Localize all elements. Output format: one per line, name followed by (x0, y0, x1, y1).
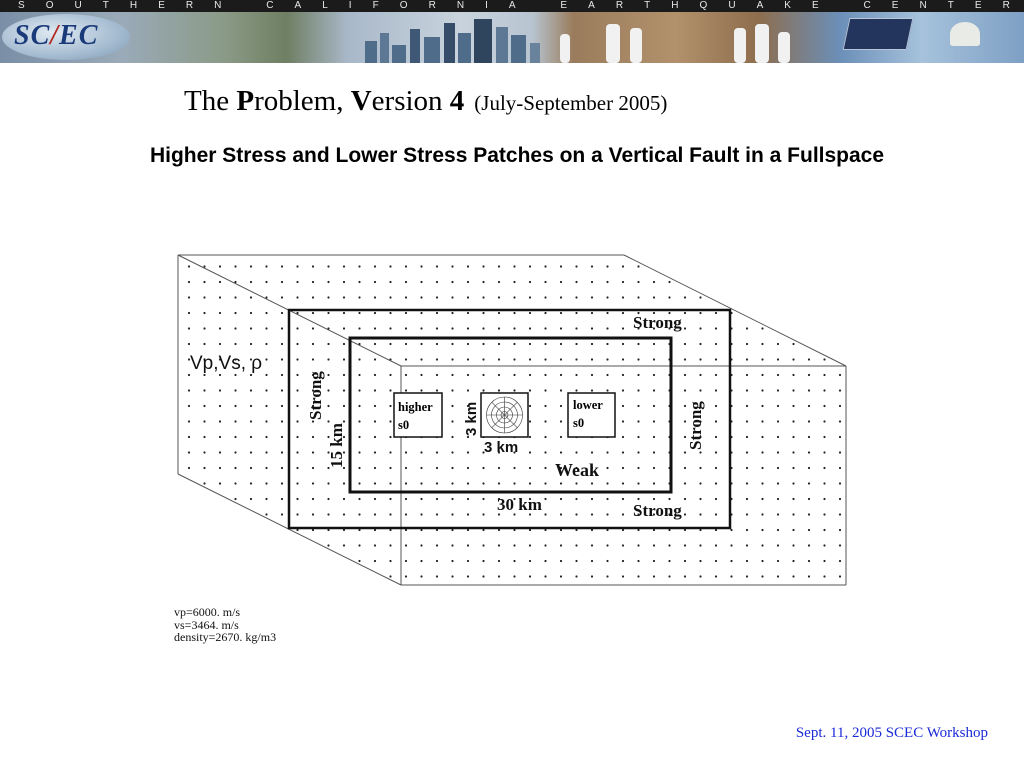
title-word-the: The (184, 85, 237, 117)
strong-label-bottom: Strong (633, 501, 682, 520)
weak-label: Weak (555, 460, 599, 480)
title-version-number: 4 (449, 85, 465, 117)
higher-patch-label-line2: s0 (398, 418, 409, 432)
banner-letter: H (129, 0, 138, 11)
nucleation-width-label: 3 km (484, 439, 518, 456)
lower-patch-label-line1: lower (573, 398, 603, 412)
banner-letter: A (588, 0, 595, 11)
length-dimension-label: 30 km (497, 495, 542, 514)
banner-letter: E (974, 0, 982, 11)
scec-logo-background (2, 14, 130, 60)
banner-letter: R (1002, 0, 1010, 11)
banner-letter: E (811, 0, 819, 11)
nucleation-height-label: 3 km (463, 402, 480, 436)
higher-patch-label-line1: higher (398, 400, 433, 414)
vs-note: vs=3464. m/s (174, 617, 239, 632)
banner-letter: Q (699, 0, 708, 11)
banner-letter: F (372, 0, 379, 11)
material-properties-notes: vp=6000. m/s vs=3464. m/s density=2670. … (174, 606, 276, 644)
strong-label-top: Strong (633, 313, 682, 332)
banner-letter: I (485, 0, 488, 11)
footer-workshop-date: Sept. 11, 2005 SCEC Workshop (795, 725, 988, 741)
header-banner: S O U T H E R N C A L I F O R N I A E A R T H Q U A K E C E N T E R SC… (0, 0, 1024, 63)
lower-patch-label-line2: s0 (573, 416, 584, 430)
title-dates: (July-September 2005) (474, 91, 668, 115)
banner-letter: N (214, 0, 222, 11)
title-letter-v: V (350, 85, 372, 117)
banner-letter: H (671, 0, 679, 11)
banner-letter: N (456, 0, 465, 11)
title-word-version: ersion (371, 85, 450, 117)
slide-subtitle: Higher Stress and Lower Stress Patches o… (149, 144, 885, 167)
banner-letter: A (756, 0, 764, 11)
banner-photo-collage: SC/EC (0, 12, 1024, 63)
scec-logo[interactable]: SC/EC (14, 20, 99, 51)
strong-label-left: Strong (306, 371, 325, 420)
title-word-problem: roblem, (254, 85, 351, 117)
banner-letter: S (18, 0, 25, 11)
banner-letter: K (784, 0, 791, 11)
banner-letter: A (294, 0, 302, 11)
density-note: density=2670. kg/m3 (174, 630, 277, 644)
depth-dimension-label: 15 km (327, 423, 346, 468)
vp-note: vp=6000. m/s (174, 605, 241, 619)
title-letter-p: P (236, 85, 255, 117)
banner-letter: R (428, 0, 436, 11)
banner-letter: C (266, 0, 274, 11)
banner-letter: O (399, 0, 408, 11)
banner-letter: A (508, 0, 516, 11)
fault-plane-outer-boundary (287, 308, 732, 530)
banner-letter: U (728, 0, 736, 11)
strong-label-right: Strong (686, 401, 705, 450)
banner-letter: I (348, 0, 352, 11)
nucleation-patch (480, 392, 529, 438)
banner-letter: O (45, 0, 54, 11)
banner-letter: C (863, 0, 871, 11)
banner-letter: T (102, 0, 109, 11)
weak-region-boundary (348, 336, 673, 494)
slide-title: The Problem, Version 4 (July-September 20… (0, 85, 1024, 118)
material-parameters-label: Vp,Vs, ρ (190, 353, 262, 374)
banner-letter: L (322, 0, 328, 11)
banner-letter: E (158, 0, 165, 11)
banner-letter: N (919, 0, 927, 11)
higher-stress-patch (393, 392, 443, 438)
banner-letter: E (891, 0, 899, 11)
banner-letter: U (74, 0, 82, 11)
banner-letter: T (947, 0, 954, 11)
banner-letter: R (185, 0, 194, 11)
banner-letter: T (644, 0, 651, 11)
banner-letter: R (615, 0, 624, 11)
banner-letter: E (560, 0, 568, 11)
lower-stress-patch (567, 392, 616, 438)
